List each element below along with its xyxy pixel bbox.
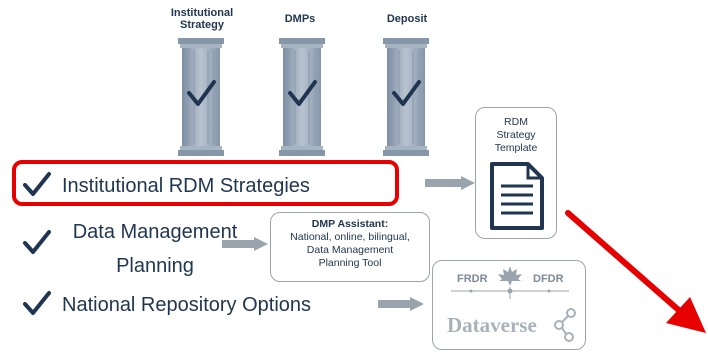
arrow-to-repo-box — [378, 297, 424, 311]
document-icon — [490, 162, 544, 230]
arrow-to-template — [425, 176, 475, 190]
red-arrow — [565, 210, 706, 333]
pillar-title-line1: Institutional — [170, 7, 234, 19]
pillar-title-deposit: Deposit — [372, 13, 442, 25]
repository-box: FRDR DFDR Dataverse — [432, 260, 586, 350]
template-line3: Template — [494, 142, 538, 154]
check-icon — [23, 230, 51, 254]
maple-leaf-icon — [498, 266, 522, 286]
check-icon — [288, 80, 317, 106]
item-institutional-rdm-strategies: Institutional RDM Strategies — [62, 175, 310, 197]
check-icon — [187, 80, 216, 106]
dataverse-icon — [554, 308, 576, 342]
network-graphic — [451, 287, 569, 299]
pillar-title-line1: Deposit — [386, 13, 428, 25]
frdr-label: FRDR — [457, 273, 488, 285]
dmp-line2: Data Management — [306, 244, 394, 256]
dmp-title: DMP Assistant: — [311, 218, 389, 230]
pillar-institutional-strategy — [178, 38, 224, 156]
dmp-line3: Planning Tool — [318, 257, 382, 269]
template-line2: Strategy — [496, 129, 536, 141]
pillar-title-dmps: DMPs — [270, 13, 330, 25]
dmp-assistant-box: DMP Assistant: National, online, bilingu… — [270, 212, 430, 282]
dmp-line1: National, online, bilingual, — [290, 231, 410, 243]
arrow-to-dmp-box — [222, 237, 268, 251]
dataverse-name: Dataverse — [447, 313, 537, 337]
check-icon — [23, 291, 51, 315]
pillar-title-line1: DMPs — [284, 13, 316, 25]
pillar-title-line2: Strategy — [179, 19, 225, 31]
highlight-box — [12, 160, 399, 206]
rdm-strategy-template-box: RDM Strategy Template — [475, 107, 557, 239]
pillar-dmps — [279, 38, 325, 156]
item-national-repository-options: National Repository Options — [62, 294, 312, 316]
check-icon — [23, 172, 51, 196]
item-line2: Planning — [116, 255, 194, 277]
check-icon — [392, 80, 421, 106]
pillar-deposit — [383, 38, 429, 156]
dfdr-label: DFDR — [533, 273, 564, 285]
item-line1: Data Management — [72, 221, 238, 243]
template-line1: RDM — [504, 116, 528, 128]
pillar-title-institutional-strategy: Institutional Strategy — [160, 7, 244, 31]
item-data-management-planning: Data Management Planning — [55, 220, 255, 278]
